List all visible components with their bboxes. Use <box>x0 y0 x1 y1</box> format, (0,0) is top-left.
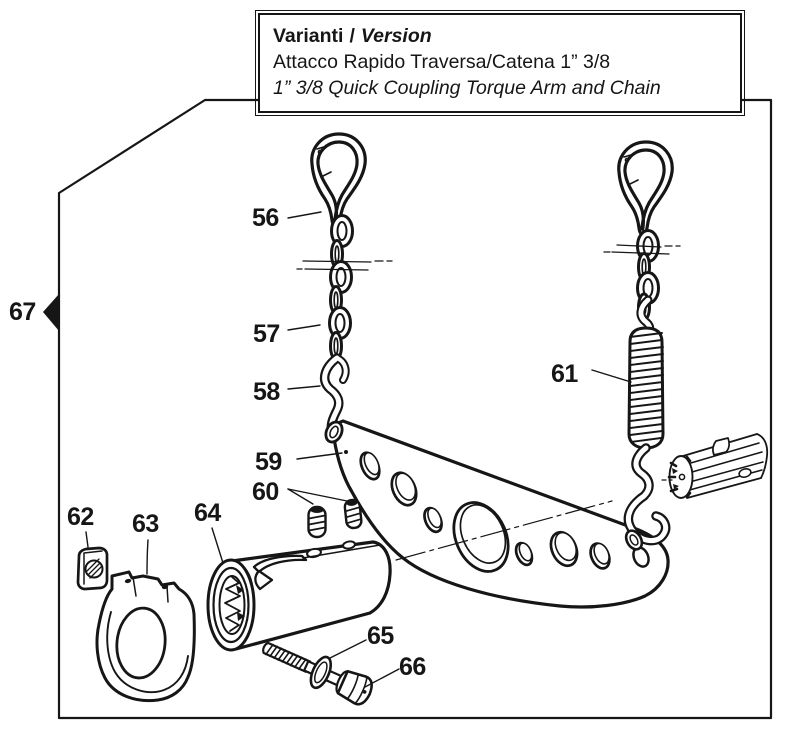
part-label-58: 58 <box>253 378 280 406</box>
part-label-66: 66 <box>399 653 426 681</box>
part-label-67: 67 <box>9 298 36 326</box>
leader-66 <box>364 668 400 688</box>
variant-title-box: Varianti/Version Attacco Rapido Traversa… <box>255 10 745 116</box>
title-varianti: Varianti <box>273 25 344 47</box>
right-chain-spring-assembly <box>603 140 681 551</box>
torque-arm-plate <box>319 353 670 609</box>
part-label-60: 60 <box>252 478 279 506</box>
clamp-band <box>95 570 196 703</box>
bolt-washer-assembly <box>262 641 373 706</box>
leader-61 <box>591 369 632 383</box>
pto-shaft-stub <box>661 433 769 499</box>
snap-hook-right <box>617 140 674 237</box>
title-line-1: Varianti/Version <box>273 23 740 49</box>
grub-screw-springs <box>307 498 363 539</box>
leader-57 <box>287 324 321 331</box>
part-label-63: 63 <box>132 510 159 538</box>
part-label-64: 64 <box>194 499 221 527</box>
part-label-65: 65 <box>367 622 394 650</box>
tension-spring <box>627 326 665 450</box>
chain-break-line-left <box>296 260 393 271</box>
title-separator: / <box>349 25 355 47</box>
corner-marker-67-icon <box>43 294 59 331</box>
chain-break-line-right <box>603 244 681 255</box>
part-label-56: 56 <box>252 204 279 232</box>
leader-56 <box>287 211 322 219</box>
square-nut <box>76 546 109 591</box>
leader-60b <box>287 488 348 502</box>
title-line-2: Attacco Rapido Traversa/Catena 1” 3/8 <box>273 51 611 73</box>
spring-hook <box>623 443 671 546</box>
title-version: Version <box>360 25 432 47</box>
leader-60a <box>287 488 314 505</box>
leader-lines <box>85 211 632 688</box>
leader-58 <box>287 385 321 390</box>
part-label-59: 59 <box>255 448 282 476</box>
center-line <box>395 500 613 561</box>
coupling-sleeve <box>206 540 392 652</box>
leader-62 <box>85 531 89 548</box>
part-label-61: 61 <box>551 360 578 388</box>
leader-59 <box>296 452 343 460</box>
leader-65 <box>329 639 367 659</box>
leader-63 <box>146 539 149 575</box>
title-line-3: 1” 3/8 Quick Coupling Torque Arm and Cha… <box>273 77 661 99</box>
leader-64 <box>211 527 224 564</box>
part-label-62: 62 <box>67 503 94 531</box>
part-label-57: 57 <box>253 320 280 348</box>
